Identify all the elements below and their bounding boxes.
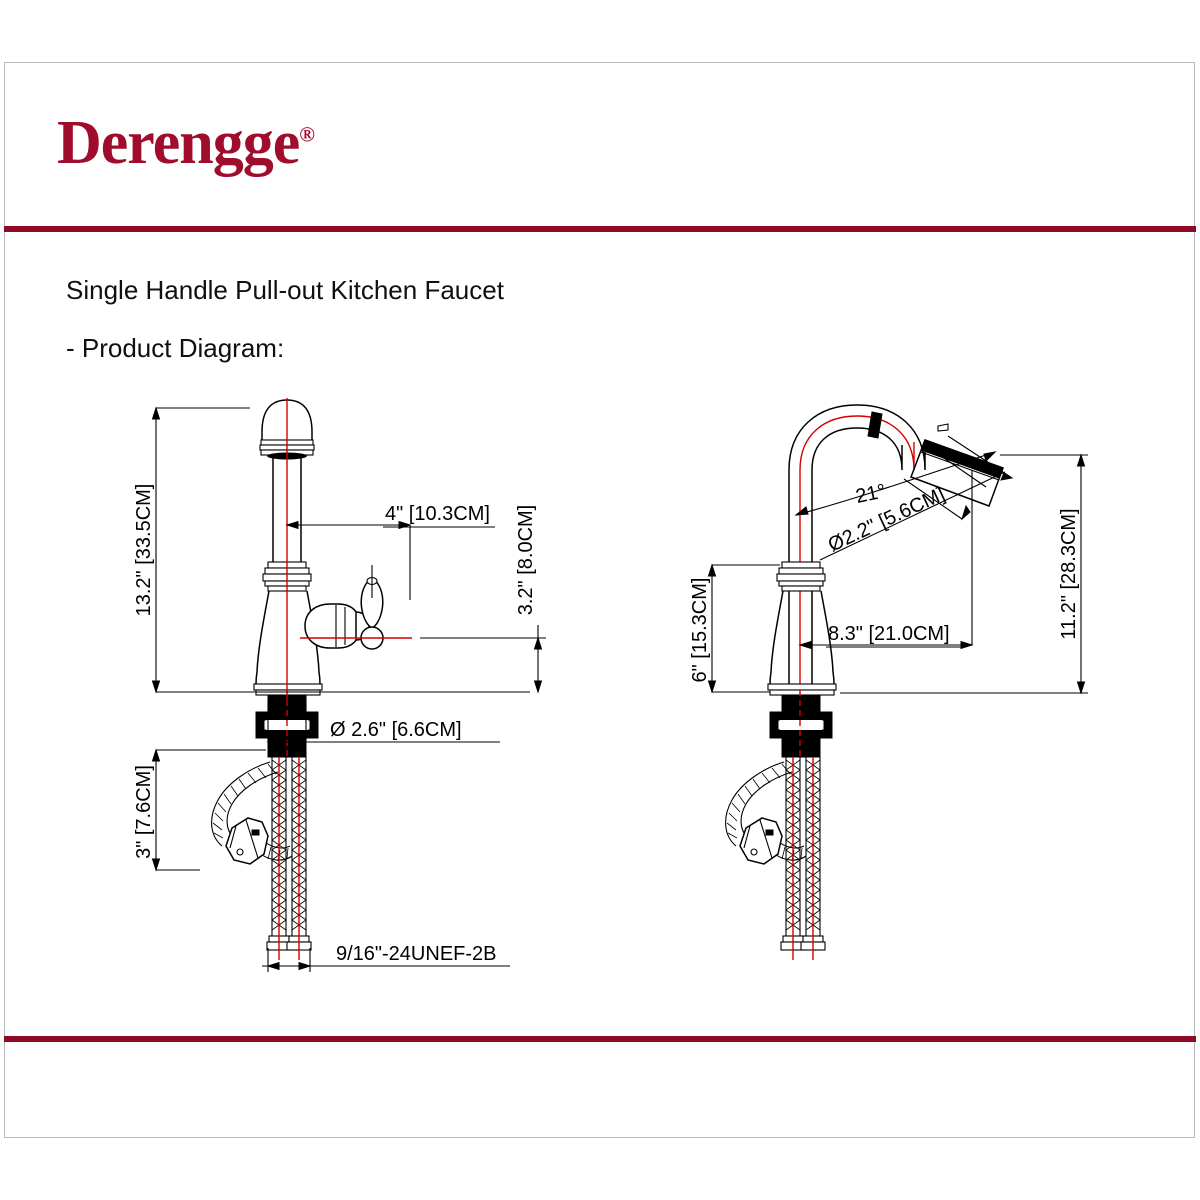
header-divider-rule (4, 226, 1196, 232)
brand-logo: Derengge® (57, 112, 315, 174)
footer-divider-rule (4, 1036, 1196, 1042)
page-title: Single Handle Pull-out Kitchen Faucet (66, 275, 504, 305)
page-frame (4, 62, 1195, 1138)
registered-trademark-icon: ® (299, 122, 315, 147)
brand-name: Derengge (57, 109, 300, 177)
page-subtitle: - Product Diagram: (66, 333, 285, 363)
